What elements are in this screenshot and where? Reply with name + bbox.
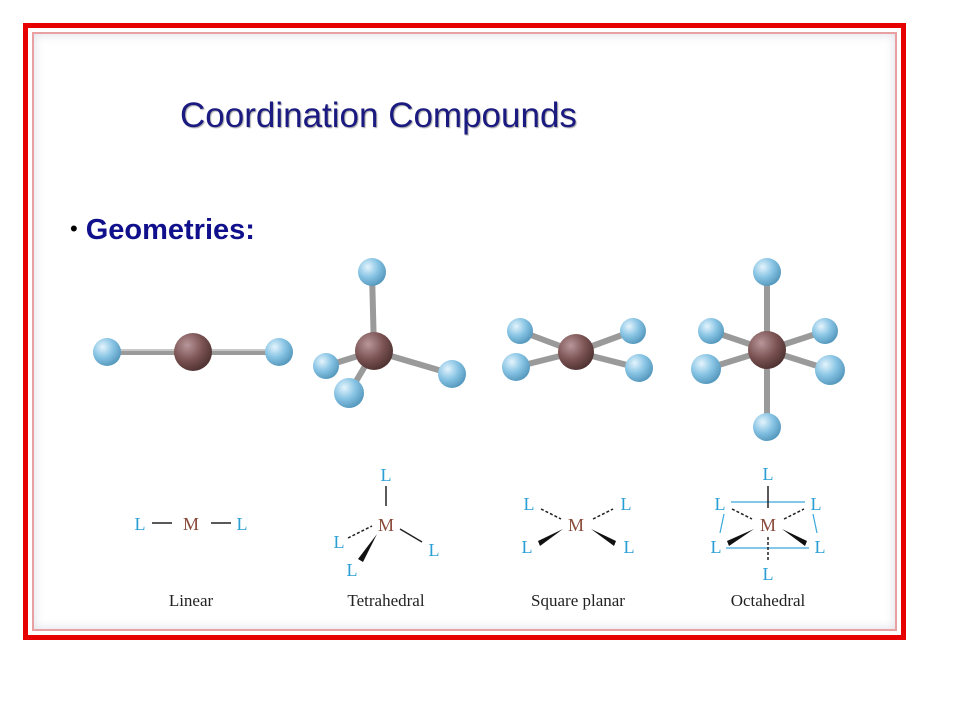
ligand-label: L	[381, 465, 392, 485]
ligand-label: L	[334, 532, 345, 552]
slide-frame	[23, 23, 906, 640]
metal-label: M	[183, 514, 199, 534]
square-planar-model	[502, 318, 653, 382]
caption-tetrahedral: Tetrahedral	[347, 591, 424, 610]
wedge-bond	[358, 534, 377, 562]
metal-atom	[174, 333, 212, 371]
ligand-atom	[358, 258, 386, 286]
caption-linear: Linear	[169, 591, 214, 610]
metal-label: M	[760, 515, 776, 535]
ligand-label: L	[763, 564, 774, 584]
caption-octahedral: Octahedral	[731, 591, 806, 610]
metal-atom	[355, 332, 393, 370]
ligand-atom	[507, 318, 533, 344]
ligand-atom	[812, 318, 838, 344]
wedge-bond	[591, 529, 616, 546]
metal-label: M	[568, 515, 584, 535]
metal-atom	[748, 331, 786, 369]
slide-title: Coordination Compounds	[180, 96, 577, 135]
ligand-atom	[438, 360, 466, 388]
dashed-bond	[783, 508, 805, 520]
tetrahedral-model	[313, 258, 466, 408]
dashed-bond	[540, 508, 562, 520]
ligand-atom	[265, 338, 293, 366]
metal-atom	[558, 334, 594, 370]
ligand-label: L	[711, 537, 722, 557]
ligand-atom	[753, 413, 781, 441]
ligand-label: L	[429, 540, 440, 560]
ligand-atom	[815, 355, 845, 385]
linear-formula: L M L	[135, 514, 248, 534]
octahedral-formula: L L L M L L L	[711, 464, 826, 584]
bullet-dot: •	[70, 216, 78, 241]
ligand-label: L	[763, 464, 774, 484]
dashed-bond	[731, 508, 753, 520]
ligand-atom	[502, 353, 530, 381]
ligand-atom	[93, 338, 121, 366]
linear-model	[93, 333, 293, 371]
ligand-label: L	[621, 494, 632, 514]
ligand-atom	[620, 318, 646, 344]
ligand-label: L	[624, 537, 635, 557]
plane-line	[719, 513, 725, 534]
ligand-atom	[753, 258, 781, 286]
wedge-bond	[782, 529, 807, 546]
bullet-text: Geometries:	[85, 214, 255, 246]
ligand-label: L	[135, 514, 146, 534]
wedge-bond	[727, 529, 754, 546]
ligand-atom	[625, 354, 653, 382]
ligand-label: L	[815, 537, 826, 557]
plane-line	[812, 513, 818, 534]
bond-line	[399, 528, 423, 543]
ligand-label: L	[811, 494, 822, 514]
ligand-atom	[313, 353, 339, 379]
ligand-label: L	[524, 494, 535, 514]
slide-inner-border	[32, 32, 897, 631]
tetrahedral-formula: L M L L L	[334, 465, 440, 580]
dashed-bond	[347, 525, 373, 539]
ligand-label: L	[237, 514, 248, 534]
bullet-item: • Geometries:	[70, 214, 255, 247]
ligand-atom	[698, 318, 724, 344]
ligand-label: L	[522, 537, 533, 557]
ligand-atom	[334, 378, 364, 408]
dashed-bond	[592, 508, 614, 520]
ligand-label: L	[715, 494, 726, 514]
wedge-bond	[538, 529, 563, 546]
octahedral-model	[691, 258, 845, 441]
metal-label: M	[378, 515, 394, 535]
ligand-atom	[691, 354, 721, 384]
ligand-label: L	[347, 560, 358, 580]
caption-square-planar: Square planar	[531, 591, 625, 610]
square-planar-formula: M L L L L	[522, 494, 635, 557]
